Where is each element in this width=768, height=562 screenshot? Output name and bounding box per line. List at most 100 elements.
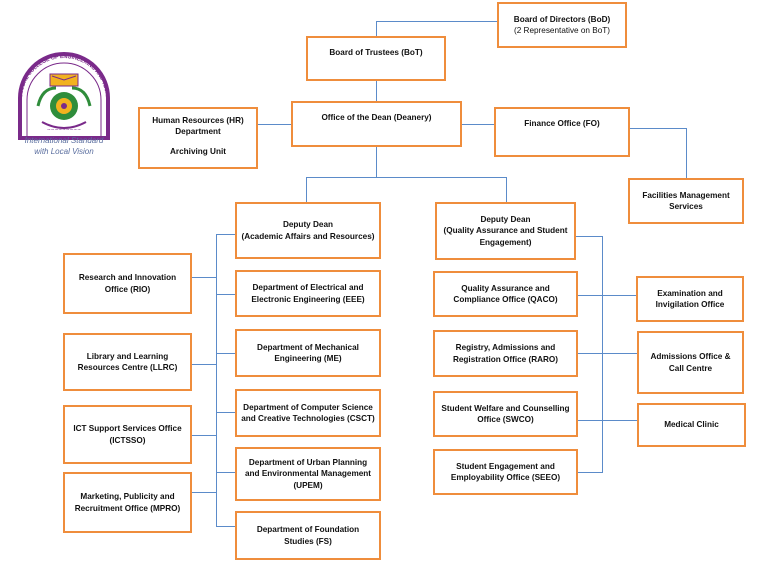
board-of-directors-box[interactable]: Board of Directors (BoD) (2 Representati… — [497, 2, 627, 48]
college-logo: GLOBAL COLLEGE OF ENGINEERING AND TECHNO… — [12, 40, 110, 140]
box-label: Employability Office (SEEO) — [450, 473, 561, 482]
connector-line — [578, 472, 603, 473]
connector-line — [630, 128, 686, 129]
connector-line — [462, 124, 494, 125]
marketing-publicity-box[interactable]: Marketing, Publicity and Recruitment Off… — [63, 472, 192, 533]
human-resources-box[interactable]: Human Resources (HR) Department Archivin… — [138, 107, 258, 169]
connector-line — [192, 492, 216, 493]
box-label: Student Welfare and Counselling — [441, 403, 570, 413]
connector-line — [376, 81, 377, 101]
box-label: Board of Trustees (BoT) — [329, 48, 423, 57]
box-label: Invigilation Office — [655, 300, 725, 309]
box-label: Resources Centre (LLRC) — [77, 363, 178, 372]
box-label: Office (RIO) — [104, 284, 151, 294]
admissions-call-centre-box[interactable]: Admissions Office & Call Centre — [637, 331, 744, 394]
box-label: (UPEM) — [293, 480, 323, 490]
box-label: Department of Computer Science — [243, 402, 373, 412]
connector-line — [376, 21, 377, 36]
quality-assurance-office-box[interactable]: Quality Assurance and Compliance Office … — [433, 271, 578, 317]
connector-line — [192, 435, 216, 436]
student-welfare-office-box[interactable]: Student Welfare and Counselling Office (… — [433, 391, 578, 437]
connector-line — [576, 236, 602, 237]
dept-computer-science-box[interactable]: Department of Computer Science and Creat… — [235, 389, 381, 437]
box-label: Archiving Unit — [170, 147, 226, 157]
connector-line — [686, 128, 687, 178]
svg-text:~~~~~~~~~: ~~~~~~~~~ — [47, 128, 81, 133]
dept-mechanical-box[interactable]: Department of Mechanical Engineering (ME… — [235, 329, 381, 377]
box-label: Office of the Dean (Deanery) — [321, 113, 432, 122]
deputy-dean-quality-box[interactable]: Deputy Dean (Quality Assurance and Stude… — [435, 202, 576, 260]
connector-line — [258, 124, 291, 125]
box-label: Engagement) — [479, 237, 532, 247]
board-of-trustees-box[interactable]: Board of Trustees (BoT) — [306, 36, 446, 81]
examination-invigilation-box[interactable]: Examination and Invigilation Office — [636, 276, 744, 322]
box-label: Services — [669, 202, 703, 211]
medical-clinic-box[interactable]: Medical Clinic — [637, 403, 746, 447]
ict-support-services-box[interactable]: ICT Support Services Office (ICTSSO) — [63, 405, 192, 464]
box-label: Recruitment Office (MPRO) — [74, 503, 181, 513]
dept-foundation-studies-box[interactable]: Department of Foundation Studies (FS) — [235, 511, 381, 560]
finance-office-box[interactable]: Finance Office (FO) — [494, 107, 630, 157]
deputy-dean-academic-box[interactable]: Deputy Dean (Academic Affairs and Resour… — [235, 202, 381, 259]
box-label: Compliance Office (QACO) — [453, 295, 558, 304]
box-label: Library and Learning — [86, 351, 169, 361]
box-label: Office (SWCO) — [477, 415, 534, 424]
box-label: Examination and — [657, 288, 723, 298]
connector-line — [602, 236, 603, 472]
dept-electrical-electronic-box[interactable]: Department of Electrical and Electronic … — [235, 270, 381, 317]
connector-line — [506, 177, 507, 202]
box-label: Research and Innovation — [78, 273, 177, 283]
library-learning-centre-box[interactable]: Library and Learning Resources Centre (L… — [63, 333, 192, 391]
registry-admissions-office-box[interactable]: Registry, Admissions and Registration Of… — [433, 330, 578, 377]
office-of-the-dean-box[interactable]: Office of the Dean (Deanery) — [291, 101, 462, 147]
box-label: Engineering (ME) — [274, 354, 342, 363]
box-label: Student Engagement and — [456, 461, 555, 471]
box-label: and Environmental Management — [244, 469, 372, 479]
box-label: Department of Foundation — [256, 525, 360, 535]
connector-line — [192, 277, 216, 278]
box-label: Studies (FS) — [284, 536, 332, 546]
connector-line — [216, 234, 235, 235]
box-label: (Academic Affairs and Resources) — [241, 231, 375, 241]
box-label: Admissions Office & — [650, 352, 731, 362]
box-label: Facilities Management — [642, 190, 730, 200]
box-label: Electronic Engineering (EEE) — [251, 294, 365, 304]
connector-line — [376, 147, 377, 177]
student-engagement-office-box[interactable]: Student Engagement and Employability Off… — [433, 449, 578, 495]
box-label: (ICTSSO) — [109, 435, 146, 445]
box-label: Deputy Dean — [282, 220, 334, 230]
connector-line — [216, 234, 217, 526]
connector-line — [578, 420, 637, 421]
connector-line — [306, 177, 307, 202]
research-innovation-office-box[interactable]: Research and Innovation Office (RIO) — [63, 253, 192, 314]
connector-line — [578, 353, 637, 354]
connector-line — [216, 472, 235, 473]
box-label: Board of Directors (BoD) — [513, 14, 611, 24]
logo-tagline: International Standard with Local Vision — [24, 136, 104, 156]
box-label: Quality Assurance and — [461, 283, 550, 293]
box-label: Department of Mechanical — [257, 342, 359, 352]
connector-line — [192, 364, 216, 365]
connector-line — [216, 526, 235, 527]
box-label: Registry, Admissions and — [455, 343, 556, 353]
box-label: Marketing, Publicity and — [80, 492, 175, 502]
box-label: Department — [175, 127, 221, 137]
box-label: Deputy Dean — [480, 215, 531, 225]
connector-line — [578, 295, 636, 296]
box-sublabel: (2 Representative on BoT) — [513, 26, 611, 35]
dept-urban-planning-box[interactable]: Department of Urban Planning and Environ… — [235, 447, 381, 501]
connector-line — [376, 21, 497, 22]
box-label: Human Resources (HR) — [152, 116, 244, 125]
box-label: Finance Office (FO) — [524, 119, 600, 128]
connector-line — [216, 294, 235, 295]
box-label: ICT Support Services Office — [73, 424, 182, 434]
connector-line — [216, 353, 235, 354]
box-label: Department of Electrical and — [252, 283, 364, 293]
box-label: and Creative Technologies (CSCT) — [241, 414, 375, 423]
facilities-management-box[interactable]: Facilities Management Services — [628, 178, 744, 224]
box-label: Department of Urban Planning — [248, 458, 368, 468]
box-label: Registration Office (RARO) — [452, 354, 559, 364]
box-label: Medical Clinic — [664, 420, 719, 430]
box-label: Call Centre — [668, 363, 713, 373]
connector-line — [306, 177, 506, 178]
